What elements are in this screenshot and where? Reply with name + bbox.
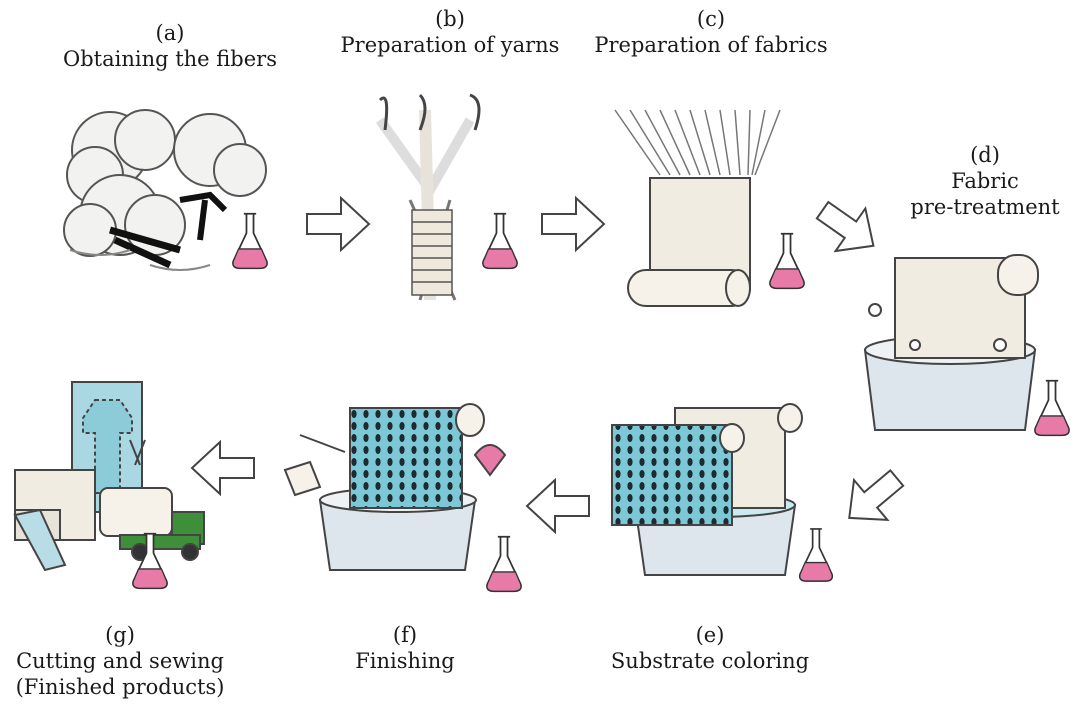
flask-icon-b [481, 212, 519, 270]
step-b-letter: (b) [435, 7, 465, 31]
step-b-title: Preparation of yarns [340, 33, 560, 57]
arrow-icon-c-d [806, 187, 890, 269]
step-f-letter: (f) [392, 623, 418, 647]
step-b-label: (b) Preparation of yarns [320, 6, 580, 58]
step-c-letter: (c) [696, 7, 726, 31]
finishing-tub [283, 403, 507, 571]
arrow-icon-a-b [306, 197, 370, 251]
step-d-letter: (d) [970, 143, 1000, 167]
step-f-label: (f) Finishing [330, 622, 480, 674]
flask-icon-d [1033, 379, 1071, 437]
step-c-label: (c) Preparation of fabrics [580, 6, 842, 58]
arrow-icon-d-e [831, 457, 915, 539]
step-g-letter: (g) [105, 623, 135, 647]
step-d-title-line2: pre-treatment [910, 195, 1060, 219]
step-a-label: (a) Obtaining the fibers [40, 20, 300, 72]
step-g-title-line1: Cutting and sewing [16, 649, 224, 673]
step-c-title: Preparation of fabrics [594, 33, 828, 57]
flask-icon-c [768, 232, 806, 290]
pretreatment-tub [863, 254, 1039, 431]
sewing-illustration [13, 381, 205, 572]
step-f-title: Finishing [355, 649, 455, 673]
flask-icon-e [798, 527, 834, 583]
cotton-fibers-illustration [63, 109, 267, 271]
step-e-title: Substrate coloring [610, 649, 810, 673]
step-a-title: Obtaining the fibers [63, 47, 277, 71]
arrow-icon-b-c [541, 197, 605, 251]
step-a-letter: (a) [155, 21, 185, 45]
step-g-label: (g) Cutting and sewing (Finished product… [0, 622, 240, 700]
step-e-letter: (e) [695, 623, 725, 647]
arrow-icon-f-g [191, 441, 255, 495]
yarn-braid [411, 209, 453, 296]
flask-icon-a [231, 212, 269, 270]
step-d-title-line1: Fabric [951, 169, 1019, 193]
step-d-label: (d) Fabric pre-treatment [895, 142, 1075, 220]
arrow-icon-e-f [526, 479, 590, 533]
step-e-label: (e) Substrate coloring [590, 622, 830, 674]
fabric-roll-c [627, 177, 751, 307]
coloring-tub [611, 403, 803, 576]
loom-illustration [614, 109, 781, 176]
step-g-title-line2: (Finished products) [15, 675, 225, 699]
flask-icon-f [485, 535, 523, 593]
